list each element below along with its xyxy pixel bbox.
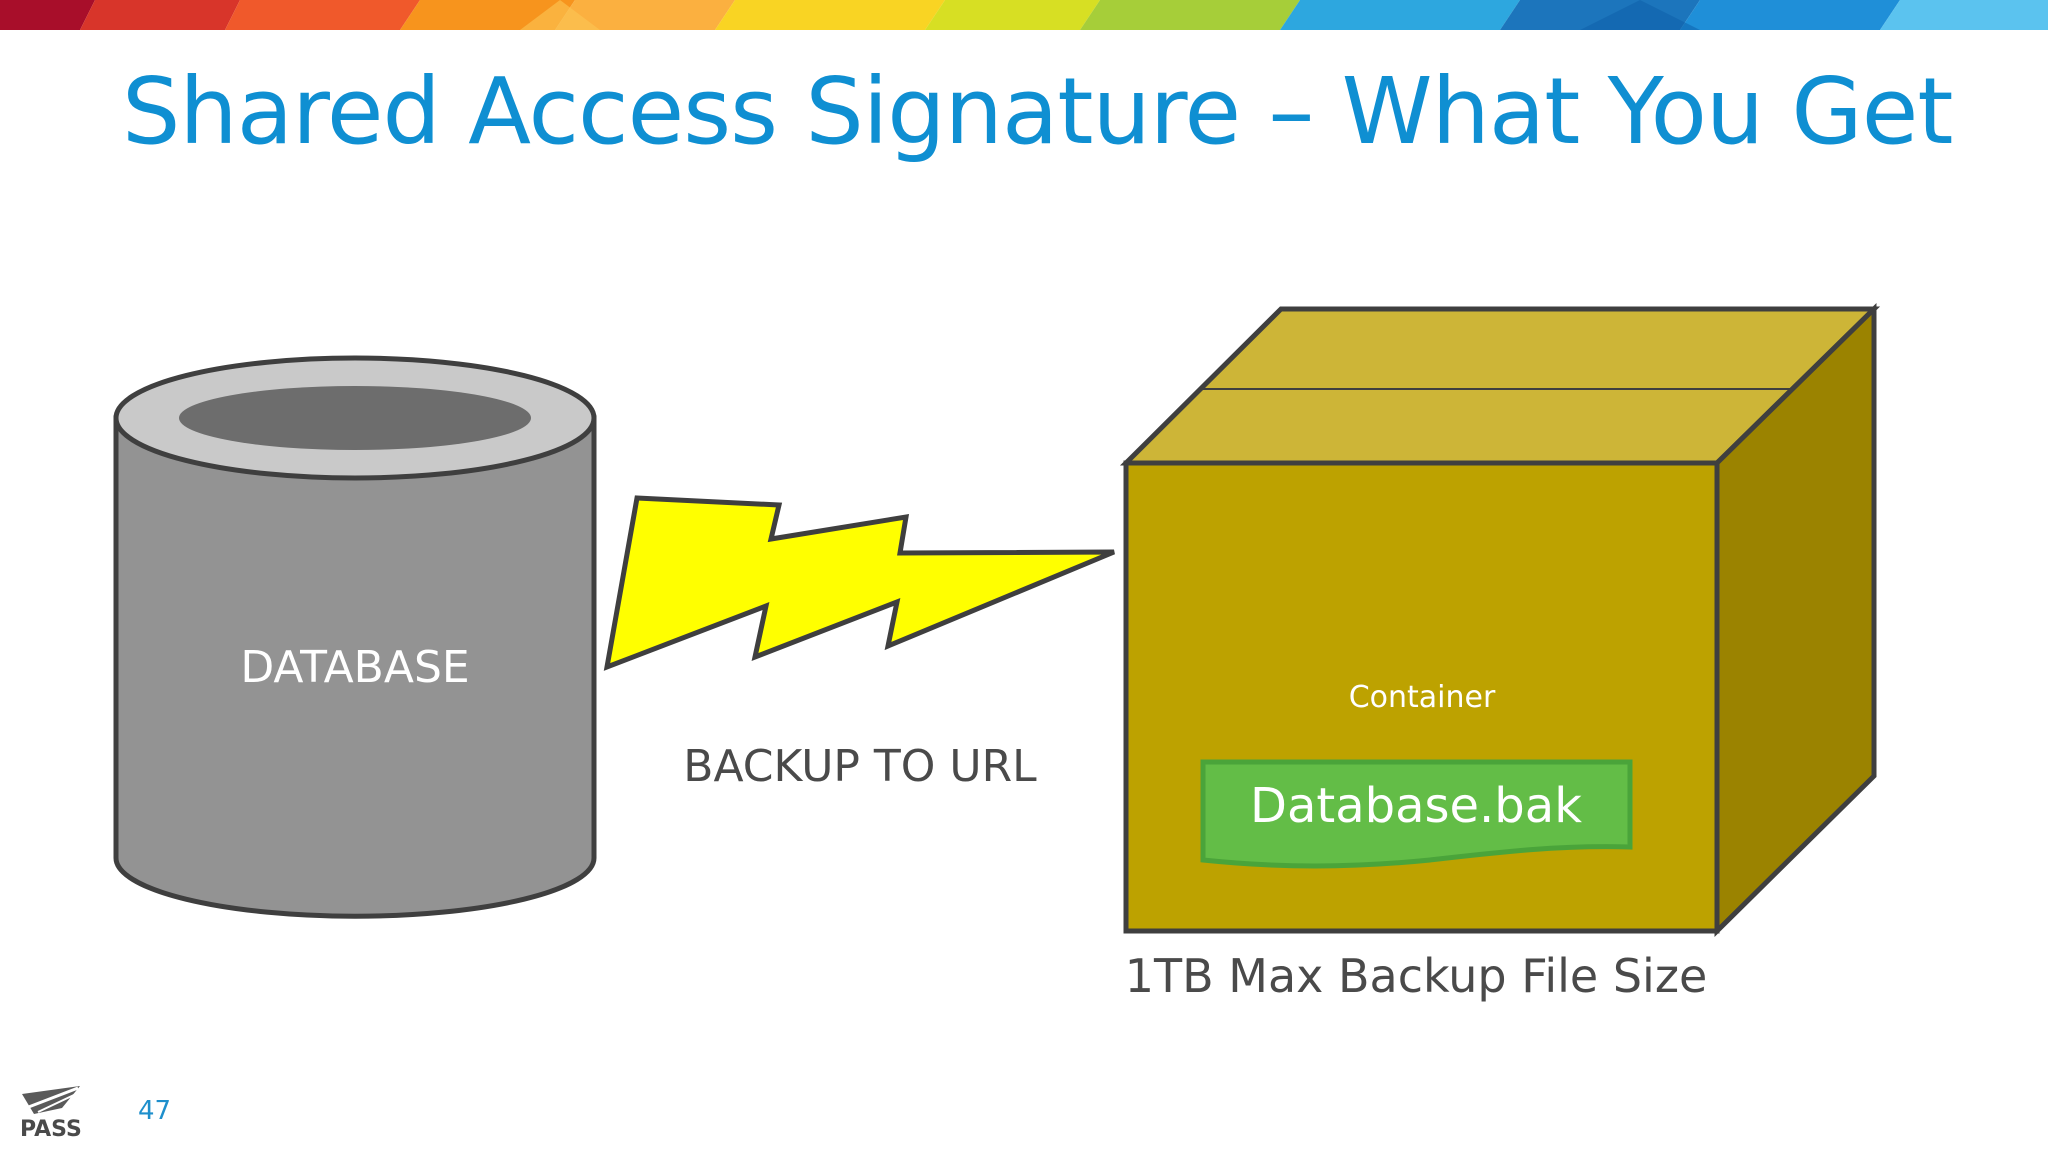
- backup-to-url-label: BACKUP TO URL: [683, 741, 1037, 792]
- pass-logo: PASS: [20, 1086, 82, 1140]
- database-cylinder: DATABASE: [113, 355, 597, 919]
- page-number: 47: [138, 1096, 172, 1126]
- storage-container-box: Container: [1119, 303, 1881, 937]
- file-label: Database.bak: [1250, 778, 1582, 834]
- max-backup-size-note: 1TB Max Backup File Size: [1125, 949, 1708, 1003]
- container-label: Container: [1349, 680, 1496, 715]
- rainbow-header-strip: [0, 0, 2048, 30]
- slide-title: Shared Access Signature – What You Get: [122, 58, 1953, 165]
- database-label: DATABASE: [240, 642, 469, 693]
- pass-logo-text: PASS: [20, 1117, 82, 1140]
- backup-file-database-bak: Database.bak: [1200, 759, 1633, 869]
- lightning-bolt: [603, 495, 1115, 671]
